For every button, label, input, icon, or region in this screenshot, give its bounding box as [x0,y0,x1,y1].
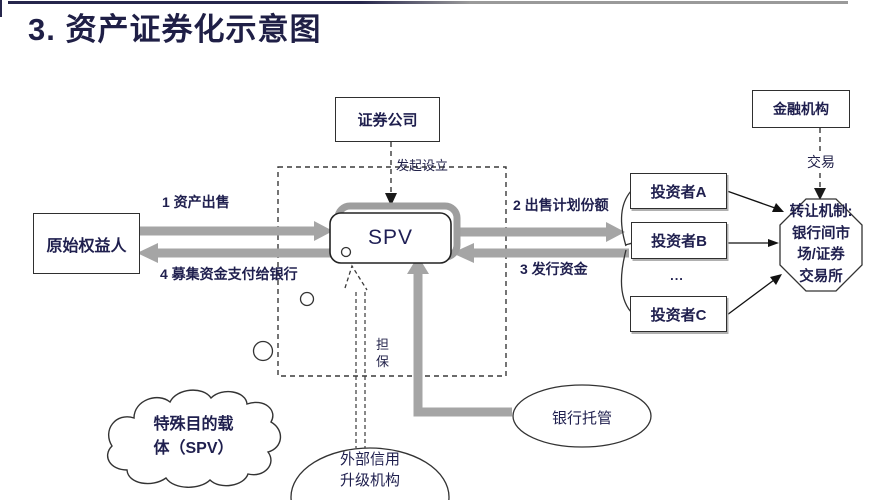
top-border-line [8,1,848,4]
brace-curve-to-investor-c [620,249,632,313]
line-investor-c-to-octagon [726,279,775,316]
bank-custody-label: 银行托管 [551,410,612,427]
arrow-sell-shares-head-icon [606,222,625,242]
label-flow4-repay-bank: 4 募集资金支付给银行 [160,266,298,282]
arrow-asset-sale-head-icon [314,221,333,241]
node-originator: 原始权益人 [33,213,140,274]
spv-cloud-shape [107,389,282,488]
arrowhead-investor-c-icon [770,274,782,285]
credit-enhancer-line-1: 外部信用 [339,451,400,468]
financial-institution-label: 金融机构 [773,101,829,117]
label-flow2-sell-shares: 2 出售计划份额 [513,197,609,213]
node-investor-c: 投资者C [630,296,727,332]
spv-cloud-line-1: 特殊目的载 [153,416,234,433]
top-left-tick [0,0,2,17]
transfer-line-3: 场/证券 [797,247,845,263]
arrow-custody-head-icon [407,256,429,274]
cloud-bubble-medium-icon [299,291,315,307]
spv-box [329,212,452,264]
establish-arrowhead-icon [385,193,397,206]
arrow-custody-elbow [413,268,512,417]
node-investor-a: 投资者A [630,173,727,209]
node-securities-company: 证券公司 [335,97,440,142]
label-guarantee: 担保 [375,337,389,369]
arrow-repay-head-icon [137,243,158,263]
dashed-boundary-rect [277,166,507,377]
brace-curve-to-investor-a [620,190,632,247]
investor-c-label: 投资者C [650,306,707,324]
spv-cloud-line-2: 体（SPV） [153,440,234,457]
bank-custody-ellipse [512,384,652,448]
transfer-mechanism-octagon [779,198,863,292]
transfer-line-2: 银行间市 [792,225,850,242]
transfer-mechanism-label: 转让机制: 银行间市 场/证券 交易所 [778,202,864,288]
securities-company-label: 证券公司 [357,112,418,129]
label-establish: 发起设立 [396,158,449,173]
investor-a-label: 投资者A [650,183,707,201]
label-trade: 交易 [802,152,840,172]
spv-label: SPV [367,226,414,249]
originator-label: 原始权益人 [46,237,127,255]
transfer-line-1: 转让机制: [789,204,853,220]
credit-enhancer-line-2: 升级机构 [339,472,400,489]
arrow-issue-funds-head-icon [452,243,474,263]
cloud-bubble-small-icon [340,246,352,258]
cloud-bubble-large-icon [252,340,274,362]
arrowhead-investor-a-icon [772,203,784,212]
node-investor-b: 投资者B [631,222,727,259]
investor-b-label: 投资者B [651,233,707,250]
guarantee-dashed-arrowhead-icon [344,264,368,291]
credit-enhancer-ellipse [290,447,450,500]
arrowhead-investor-b-icon [768,239,779,247]
transfer-line-4: 交易所 [799,268,843,285]
line-investor-a-to-octagon [726,190,776,209]
spv-cloud-label: 特殊目的载 体（SPV） [116,413,271,461]
credit-enhancer-label: 外部信用 升级机构 [295,449,445,491]
node-financial-institution: 金融机构 [752,90,850,128]
page-title: 3. 资产证券化示意图 [28,12,322,47]
trade-arrowhead-icon [814,188,826,200]
label-flow1-asset-sale: 1 资产出售 [162,194,230,210]
investors-ellipsis: ... [670,268,684,283]
label-flow3-issue-funds: 3 发行资金 [520,261,588,277]
